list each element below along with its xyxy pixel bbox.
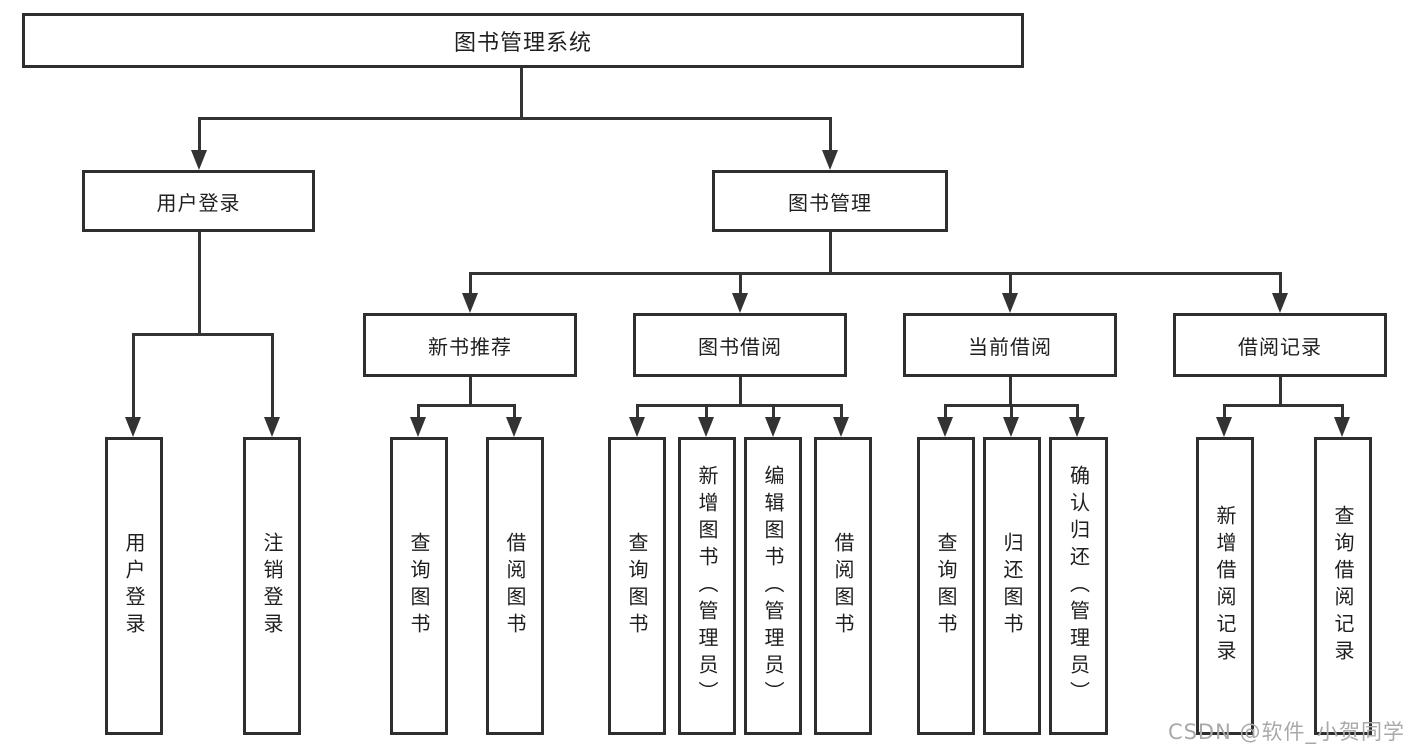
arrow-to-borrow-records (1272, 293, 1288, 313)
node-new-book-recommend: 新书推荐 (363, 313, 577, 377)
leaf-borrow-books-label: 借阅图书 (831, 532, 855, 640)
node-current-borrow: 当前借阅 (903, 313, 1117, 377)
leaf-borrow-books: 借阅图书 (814, 437, 872, 735)
connector-bookborrow-bar (636, 404, 842, 407)
connector-recommend-stem (469, 377, 472, 407)
connector-to-current-borrow (1009, 272, 1012, 297)
leaf-add-books-admin-label: 新增图书（管理员） (695, 464, 719, 708)
connector-currentborrow-child2 (1010, 404, 1013, 421)
arrow-currentborrow-child2 (1003, 417, 1019, 437)
arrow-recommend-child1 (410, 417, 426, 437)
arrow-to-book-management (822, 150, 838, 170)
connector-to-book-borrow (739, 272, 742, 297)
connector-recommend-bar (417, 404, 516, 407)
leaf-confirm-return-admin: 确认归还（管理员） (1049, 437, 1108, 735)
leaf-add-books-admin: 新增图书（管理员） (678, 437, 736, 735)
leaf-logout: 注销登录 (243, 437, 301, 735)
connector-records-stem (1279, 377, 1282, 407)
node-borrow-records-label: 借阅记录 (1238, 334, 1322, 359)
connector-bookborrow-child3 (772, 404, 775, 421)
leaf-query-borrow-record: 查询借阅记录 (1314, 437, 1372, 735)
connector-bookborrow-child4 (840, 404, 843, 421)
node-book-management: 图书管理 (712, 170, 948, 232)
connector-records-child1 (1223, 404, 1226, 421)
connector-userlogin-bar (132, 333, 274, 336)
node-book-management-label: 图书管理 (788, 190, 872, 215)
arrow-records-child2 (1334, 417, 1350, 437)
leaf-query-books-current: 查询图书 (917, 437, 975, 735)
csdn-watermark: CSDN @软件_小贺同学 (1167, 720, 1405, 744)
connector-to-user-login (198, 117, 201, 153)
node-new-book-recommend-label: 新书推荐 (428, 334, 512, 359)
arrow-currentborrow-child3 (1069, 417, 1085, 437)
arrow-bookborrow-child4 (833, 417, 849, 437)
leaf-query-books-borrow: 查询图书 (608, 437, 666, 735)
leaf-query-borrow-record-label: 查询借阅记录 (1331, 505, 1355, 667)
leaf-logout-label: 注销登录 (260, 532, 284, 640)
node-current-borrow-label: 当前借阅 (968, 334, 1052, 359)
arrow-currentborrow-child1 (937, 417, 953, 437)
arrow-records-child1 (1216, 417, 1232, 437)
node-user-login: 用户登录 (82, 170, 315, 232)
connector-currentborrow-child3 (1076, 404, 1079, 421)
leaf-user-login-label: 用户登录 (122, 532, 146, 640)
arrow-to-user-login (191, 150, 207, 170)
leaf-edit-books-admin: 编辑图书（管理员） (744, 437, 802, 735)
leaf-borrow-books-recommend: 借阅图书 (486, 437, 544, 735)
connector-records-bar (1223, 404, 1344, 407)
leaf-return-books-label: 归还图书 (1000, 532, 1024, 640)
node-user-login-label: 用户登录 (156, 190, 241, 215)
arrow-recommend-child2 (506, 417, 522, 437)
connector-bookborrow-child2 (705, 404, 708, 421)
leaf-query-books-recommend: 查询图书 (390, 437, 448, 735)
node-library-system-label: 图书管理系统 (453, 30, 592, 56)
leaf-add-borrow-record-label: 新增借阅记录 (1213, 505, 1237, 667)
connector-bookborrow-child1 (636, 404, 639, 421)
node-book-borrow-label: 图书借阅 (698, 334, 782, 359)
connector-records-child2 (1341, 404, 1344, 421)
connector-recommend-child1 (417, 404, 420, 421)
arrow-bookborrow-child2 (698, 417, 714, 437)
connector-root-stem (520, 68, 523, 118)
leaf-edit-books-admin-label: 编辑图书（管理员） (761, 464, 785, 708)
connector-bookborrow-stem (739, 377, 742, 407)
connector-root-bar (198, 117, 832, 120)
connector-to-recommend (469, 272, 472, 297)
leaf-query-books-current-label: 查询图书 (934, 532, 958, 640)
arrow-to-recommend (462, 293, 478, 313)
arrow-to-leaf-user-login (125, 417, 141, 437)
connector-recommend-child2 (513, 404, 516, 421)
connector-bookmgmt-bar (469, 272, 1282, 275)
leaf-confirm-return-admin-label: 确认归还（管理员） (1066, 464, 1091, 708)
leaf-borrow-books-recommend-label: 借阅图书 (503, 532, 527, 640)
connector-currentborrow-child1 (944, 404, 947, 421)
leaf-query-books-recommend-label: 查询图书 (407, 532, 431, 640)
leaf-query-books-borrow-label: 查询图书 (625, 532, 649, 640)
arrow-to-book-borrow (732, 293, 748, 313)
arrow-bookborrow-child1 (629, 417, 645, 437)
leaf-user-login: 用户登录 (105, 437, 163, 735)
leaf-return-books: 归还图书 (983, 437, 1041, 735)
connector-userlogin-stem (198, 232, 201, 336)
connector-to-leaf-user-login (132, 333, 135, 421)
node-book-borrow: 图书借阅 (633, 313, 847, 377)
connector-bookmgmt-stem (829, 232, 832, 274)
connector-to-leaf-logout (271, 333, 274, 421)
leaf-add-borrow-record: 新增借阅记录 (1196, 437, 1254, 735)
connector-to-borrow-records (1279, 272, 1282, 297)
node-library-system: 图书管理系统 (22, 13, 1024, 68)
node-borrow-records: 借阅记录 (1173, 313, 1387, 377)
connector-to-book-management (829, 117, 832, 153)
arrow-to-current-borrow (1002, 293, 1018, 313)
arrow-bookborrow-child3 (765, 417, 781, 437)
arrow-to-leaf-logout (264, 417, 280, 437)
connector-currentborrow-stem (1009, 377, 1012, 407)
